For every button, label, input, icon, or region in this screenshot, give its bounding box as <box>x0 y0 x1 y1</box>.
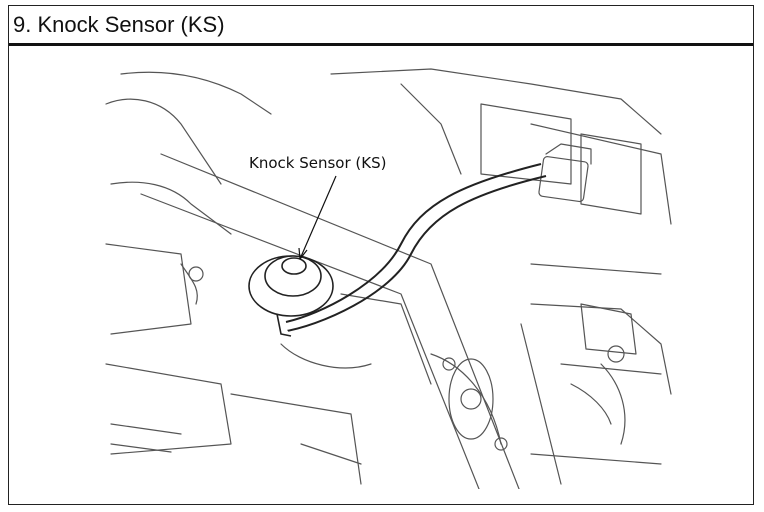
knock-sensor-part <box>248 255 334 337</box>
engine-background-lines <box>105 68 672 489</box>
document-frame: 9. Knock Sensor (KS) <box>8 5 754 505</box>
callout-leader <box>298 175 337 260</box>
section-title: 9. Knock Sensor (KS) <box>9 6 753 46</box>
engine-diagram-svg: Knock Sensor (KS) <box>105 68 672 489</box>
knock-sensor-callout: Knock Sensor (KS) <box>249 154 386 172</box>
engine-illustration: Knock Sensor (KS) <box>101 64 677 489</box>
sensor-wire-harness <box>280 163 547 333</box>
